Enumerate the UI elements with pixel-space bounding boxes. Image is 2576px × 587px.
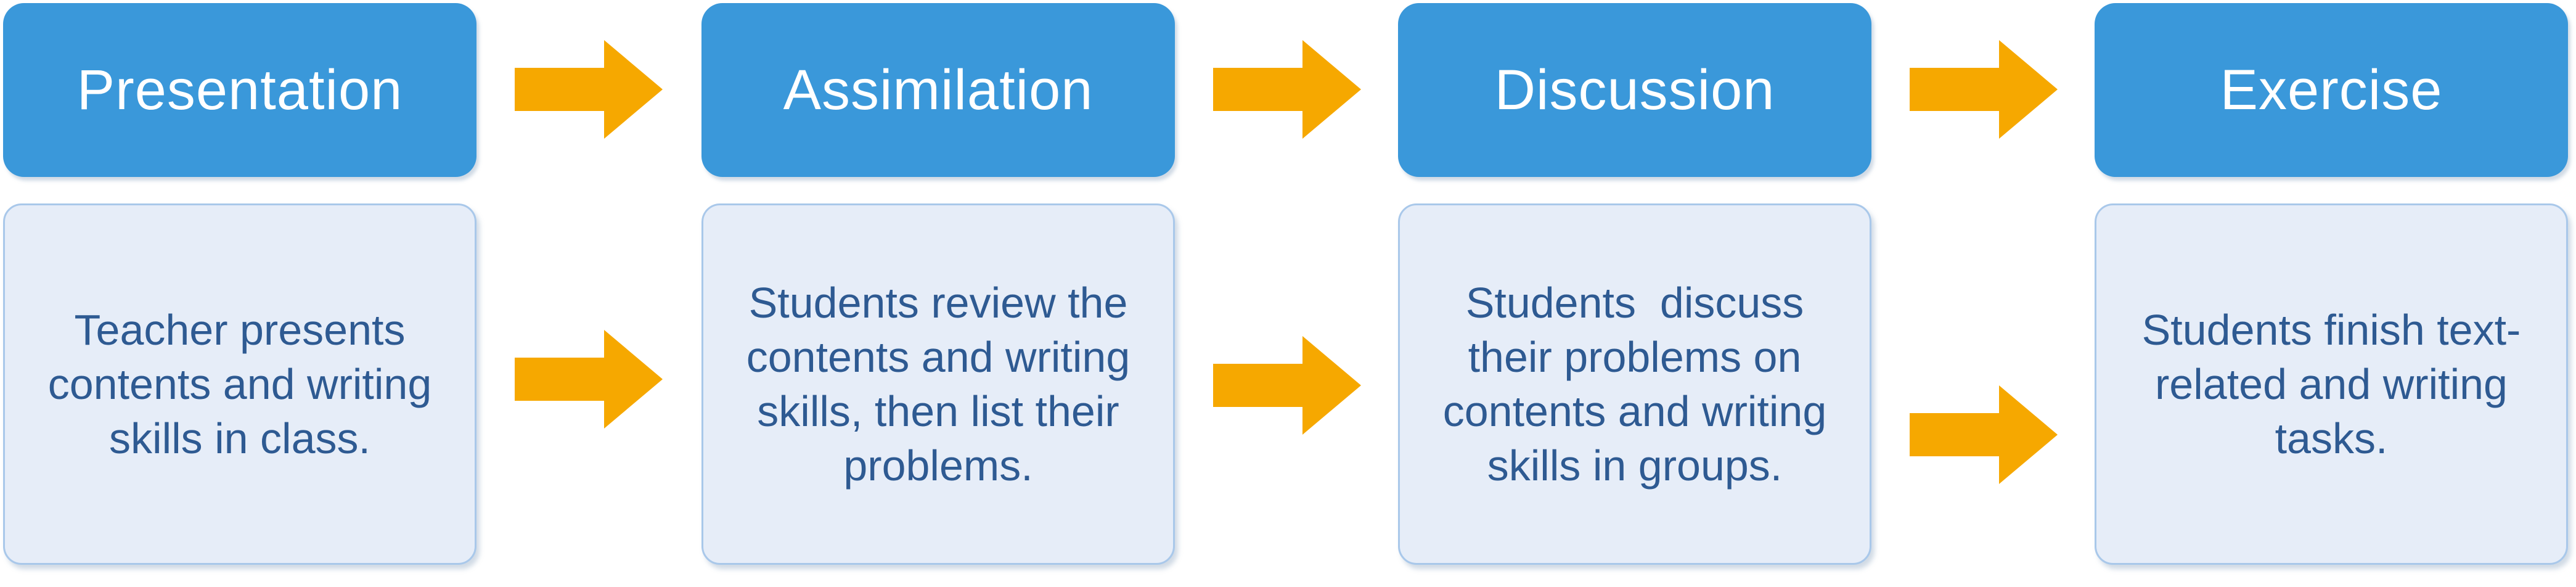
step-card-discussion: Students discuss their problems on conte…	[1398, 203, 1871, 565]
step-description: Teacher presents contents and writing sk…	[47, 306, 432, 462]
right-arrow-icon	[1213, 40, 1361, 139]
step-description: Students finish text- related and writin…	[2141, 306, 2521, 462]
step-header-discussion: Discussion	[1398, 3, 1871, 177]
step-header-exercise: Exercise	[2095, 3, 2568, 177]
step-description: Students review the contents and writing…	[746, 279, 1131, 490]
step-title: Discussion	[1494, 58, 1775, 121]
step-description: Students discuss their problems on conte…	[1442, 279, 1827, 490]
right-arrow-icon	[1910, 385, 2058, 484]
step-title: Assimilation	[783, 58, 1094, 121]
step-card-assimilation: Students review the contents and writing…	[701, 203, 1175, 565]
step-header-presentation: Presentation	[3, 3, 476, 177]
step-card-presentation: Teacher presents contents and writing sk…	[3, 203, 476, 565]
step-header-assimilation: Assimilation	[701, 3, 1175, 177]
right-arrow-icon	[1213, 336, 1361, 435]
right-arrow-icon	[1910, 40, 2058, 139]
step-title: Exercise	[2220, 58, 2443, 121]
right-arrow-icon	[515, 40, 663, 139]
step-title: Presentation	[76, 58, 403, 121]
right-arrow-icon	[515, 330, 663, 429]
step-card-exercise: Students finish text- related and writin…	[2095, 203, 2568, 565]
